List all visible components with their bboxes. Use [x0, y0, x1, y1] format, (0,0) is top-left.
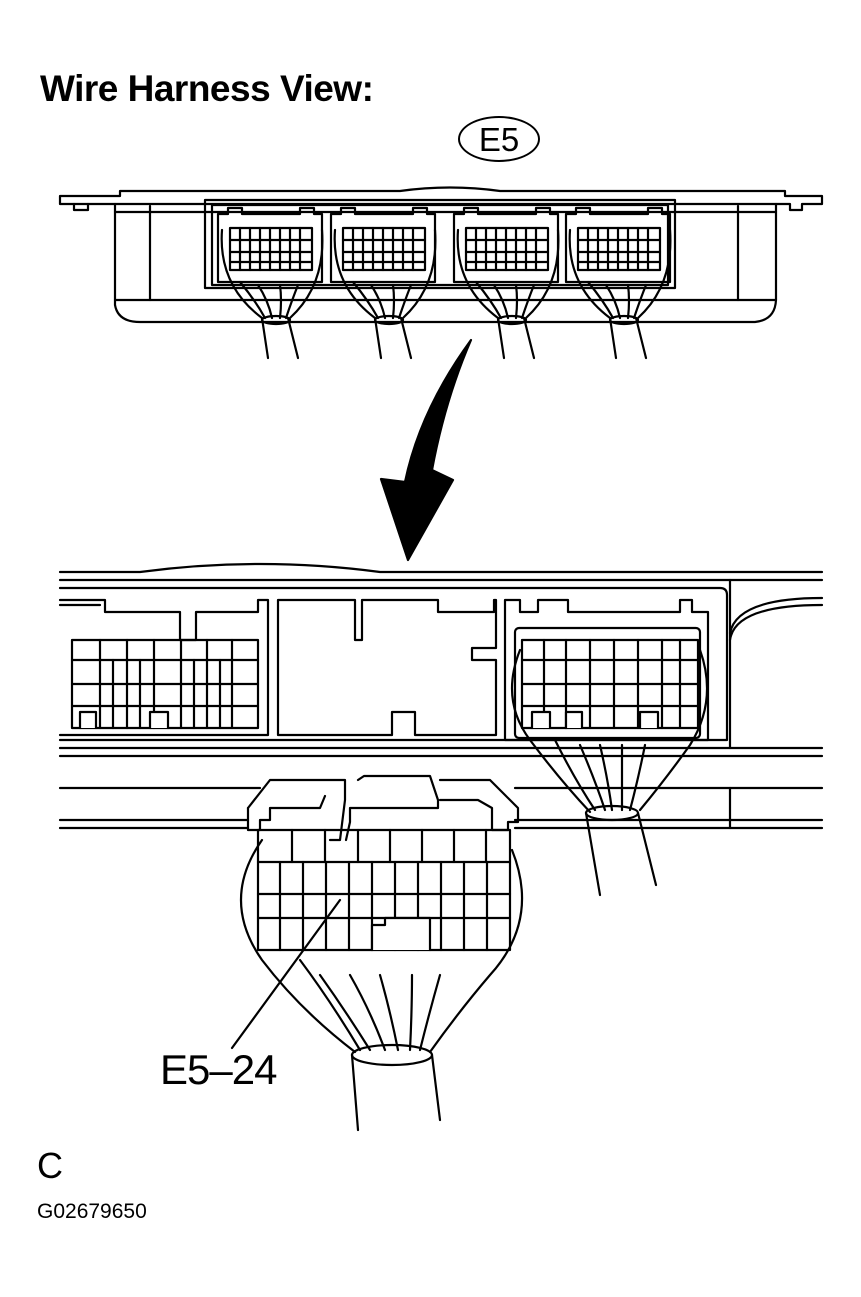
arrow-icon	[379, 338, 473, 562]
connector-id-badge: E5	[458, 116, 540, 162]
left-pin-grid	[70, 638, 260, 730]
connector-id: E5	[478, 120, 520, 158]
pin-leader-line	[230, 898, 342, 1050]
pin-label: E5–24	[160, 1046, 277, 1093]
ecu-detail	[58, 562, 824, 1132]
page-title: Wire Harness View:	[40, 68, 374, 109]
figure-id: G02679650	[37, 1200, 147, 1223]
plug-connector	[239, 774, 524, 1132]
right-pin-grid	[520, 638, 700, 730]
ecu-overview	[58, 186, 824, 360]
view-code: C	[37, 1145, 63, 1186]
